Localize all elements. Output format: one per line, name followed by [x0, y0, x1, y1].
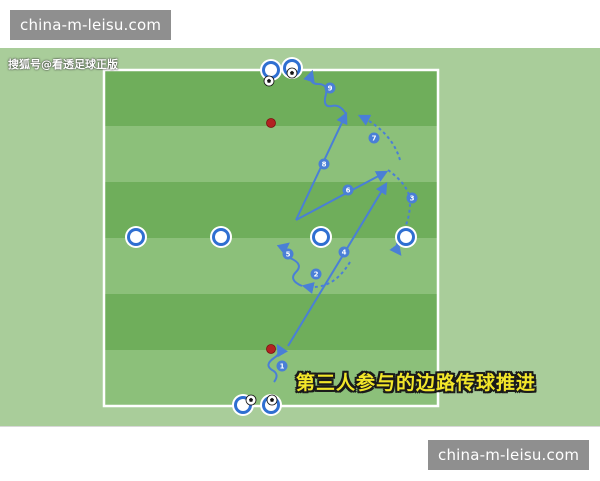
training-drill-diagram: 1 2 3 4 5 6 7 8 9 — [102, 57, 440, 416]
pass-arrow-9 — [303, 69, 347, 115]
player-marker-icon — [210, 226, 232, 248]
watermark-top: china-m-leisu.com — [10, 10, 172, 40]
source-credit: 搜狐号@看透足球正版 — [8, 58, 118, 71]
pass-arrow-1 — [267, 343, 288, 383]
diagram-caption: 第三人参与的边路传球推进 — [296, 372, 537, 394]
pass-label-9: 9 — [324, 82, 336, 94]
svg-text:1: 1 — [280, 363, 285, 371]
football-icon — [263, 75, 275, 87]
pass-label-1: 1 — [276, 360, 288, 372]
pass-label-6: 6 — [342, 184, 354, 196]
player-marker-icon — [310, 226, 332, 248]
pass-label-8: 8 — [318, 158, 330, 170]
football-icon — [245, 394, 257, 406]
pass-arrow-3 — [387, 169, 412, 256]
player-marker-icon — [395, 226, 417, 248]
pass-label-3: 3 — [406, 192, 418, 204]
pass-arrow-6 — [295, 170, 389, 221]
football-icon — [286, 67, 298, 79]
pass-arrow-7 — [357, 114, 401, 161]
pass-label-2: 2 — [310, 268, 322, 280]
svg-text:7: 7 — [372, 135, 377, 143]
pass-label-7: 7 — [368, 132, 380, 144]
watermark-bottom: china-m-leisu.com — [428, 440, 590, 470]
svg-text:3: 3 — [410, 195, 415, 203]
svg-text:2: 2 — [314, 271, 319, 279]
svg-text:4: 4 — [342, 249, 347, 257]
pass-labels: 1 2 3 4 5 6 7 8 9 — [276, 82, 418, 372]
cone-marker-icon — [266, 344, 276, 354]
svg-text:9: 9 — [328, 85, 333, 93]
svg-text:5: 5 — [286, 251, 291, 259]
pass-label-4: 4 — [338, 246, 350, 258]
svg-text:8: 8 — [322, 161, 327, 169]
player-marker-icon — [125, 226, 147, 248]
football-icon — [266, 394, 278, 406]
pass-arrow-4 — [287, 181, 388, 347]
cone-marker-icon — [266, 118, 276, 128]
pass-label-5: 5 — [282, 248, 294, 260]
svg-text:6: 6 — [346, 187, 351, 195]
pass-arrows — [267, 69, 412, 383]
